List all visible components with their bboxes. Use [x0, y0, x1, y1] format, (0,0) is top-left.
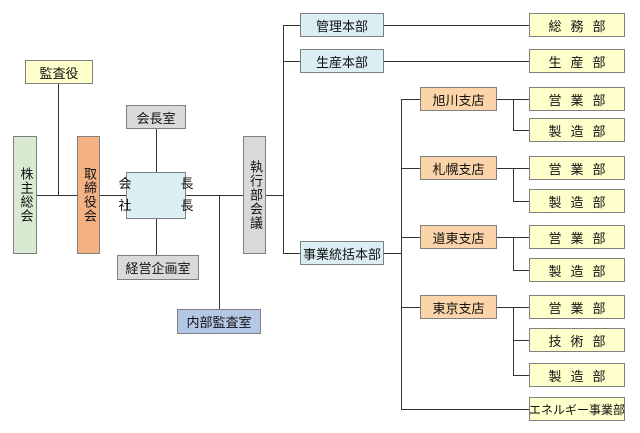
connector-line: [58, 84, 59, 195]
dept-technical-box: 技術部: [529, 328, 625, 352]
connector-line: [283, 61, 300, 62]
internal-audit-box: 内部監査室: [177, 309, 261, 334]
division-management-box: 管理本部: [300, 13, 384, 37]
connector-line: [513, 168, 514, 201]
dept-production-box: 生産部: [529, 49, 625, 73]
chairman-label: 会 長: [118, 176, 212, 192]
branch-asahikawa-box: 旭川支店: [420, 87, 497, 111]
connector-line: [513, 270, 529, 271]
president-label: 社 長: [118, 198, 212, 214]
dept-manufacturing-box: 製造部: [529, 258, 625, 282]
dept-sales-box: 営業部: [529, 87, 625, 111]
dept-manufacturing-box: 製造部: [529, 118, 625, 142]
connector-line: [156, 219, 157, 255]
dept-manufacturing-box: 製造部: [529, 189, 625, 213]
connector-line: [401, 168, 420, 169]
dept-sales-box: 営業部: [529, 225, 625, 249]
connector-line: [401, 409, 529, 410]
connector-line: [384, 25, 529, 26]
auditor-box: 監査役: [25, 60, 93, 84]
connector-line: [37, 195, 77, 196]
connector-line: [513, 130, 529, 131]
branch-doto-box: 道東支店: [420, 225, 497, 249]
chairman-president-box: 会 長 社 長: [119, 172, 194, 219]
connector-line: [384, 61, 529, 62]
connector-line: [283, 253, 300, 254]
board-of-directors-box: 取締役会: [77, 136, 100, 254]
connector-line: [513, 201, 529, 202]
executive-committee-box: 執行部会議: [243, 136, 266, 254]
connector-line: [401, 99, 420, 100]
division-production-box: 生産本部: [300, 49, 384, 73]
branch-tokyo-box: 東京支店: [420, 295, 497, 319]
connector-line: [513, 237, 514, 270]
connector-line: [266, 195, 283, 196]
dept-energy-box: エネルギー事業部: [529, 397, 625, 421]
shareholders-meeting-box: 株主総会: [13, 136, 37, 254]
connector-line: [513, 307, 514, 375]
division-business-box: 事業統括本部: [300, 241, 384, 265]
chairman-office-box: 会長室: [126, 105, 186, 129]
branch-sapporo-box: 札幌支店: [420, 156, 497, 180]
dept-manufacturing-box: 製造部: [529, 363, 625, 387]
connector-line: [219, 195, 220, 309]
connector-line: [283, 25, 300, 26]
connector-line: [100, 195, 126, 196]
connector-line: [513, 375, 529, 376]
dept-sales-box: 営業部: [529, 295, 625, 319]
connector-line: [513, 340, 529, 341]
planning-office-box: 経営企画室: [117, 255, 199, 280]
dept-sales-box: 営業部: [529, 156, 625, 180]
connector-line: [401, 99, 402, 409]
connector-line: [283, 25, 284, 253]
dept-general-affairs-box: 総務部: [529, 13, 625, 37]
connector-line: [513, 99, 514, 130]
connector-line: [156, 129, 157, 172]
connector-line: [401, 237, 420, 238]
connector-line: [186, 195, 243, 196]
connector-line: [384, 253, 401, 254]
connector-line: [401, 307, 420, 308]
